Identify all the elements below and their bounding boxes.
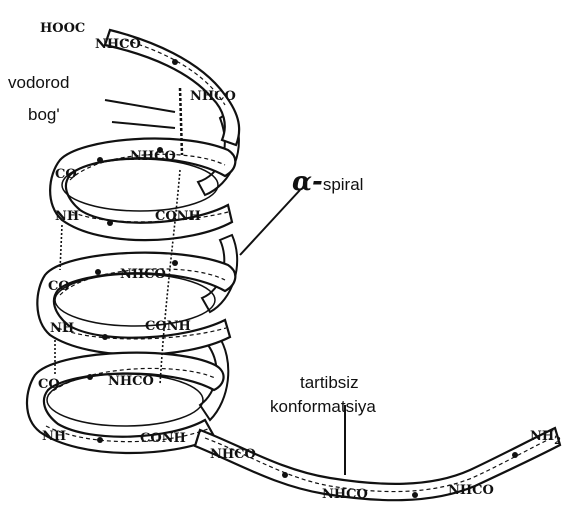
- group-nhco-turn3: NHCO: [108, 374, 154, 389]
- group-hooc: HOOC: [40, 21, 85, 36]
- tail-strand: [195, 428, 560, 500]
- group-conh-turn2: CONH: [145, 319, 191, 334]
- group-nh-turn1: NH: [55, 209, 79, 224]
- label-random-line2: konformatsiya: [270, 397, 376, 416]
- group-nhco-top2: NHCO: [190, 89, 236, 104]
- group-nhco-top1: NHCO: [95, 37, 141, 52]
- group-co-turn2: CO: [48, 279, 70, 294]
- label-alpha-helix: α-spiral: [292, 167, 363, 197]
- group-nh-turn3: NH: [42, 429, 66, 444]
- label-random-line1: tartibsiz: [300, 373, 359, 392]
- group-nhco-turn1: NHCO: [130, 149, 176, 164]
- group-co-turn1: CO: [55, 167, 77, 182]
- group-nhco-tail1: NHCO: [210, 447, 256, 462]
- group-conh-turn1: CONH: [155, 209, 201, 224]
- group-nh-turn2: NH: [50, 321, 74, 336]
- group-conh-turn3: CONH: [140, 431, 186, 446]
- group-co-turn3: CO: [38, 377, 60, 392]
- group-nhco-tail3: NHCO: [448, 483, 494, 498]
- label-hydrogen-bond-line2: bog': [28, 105, 60, 124]
- group-nhco-turn2: NHCO: [120, 267, 166, 282]
- label-hydrogen-bond-line1: vodorod: [8, 73, 69, 92]
- group-nhco-tail2: NHCO: [322, 487, 368, 502]
